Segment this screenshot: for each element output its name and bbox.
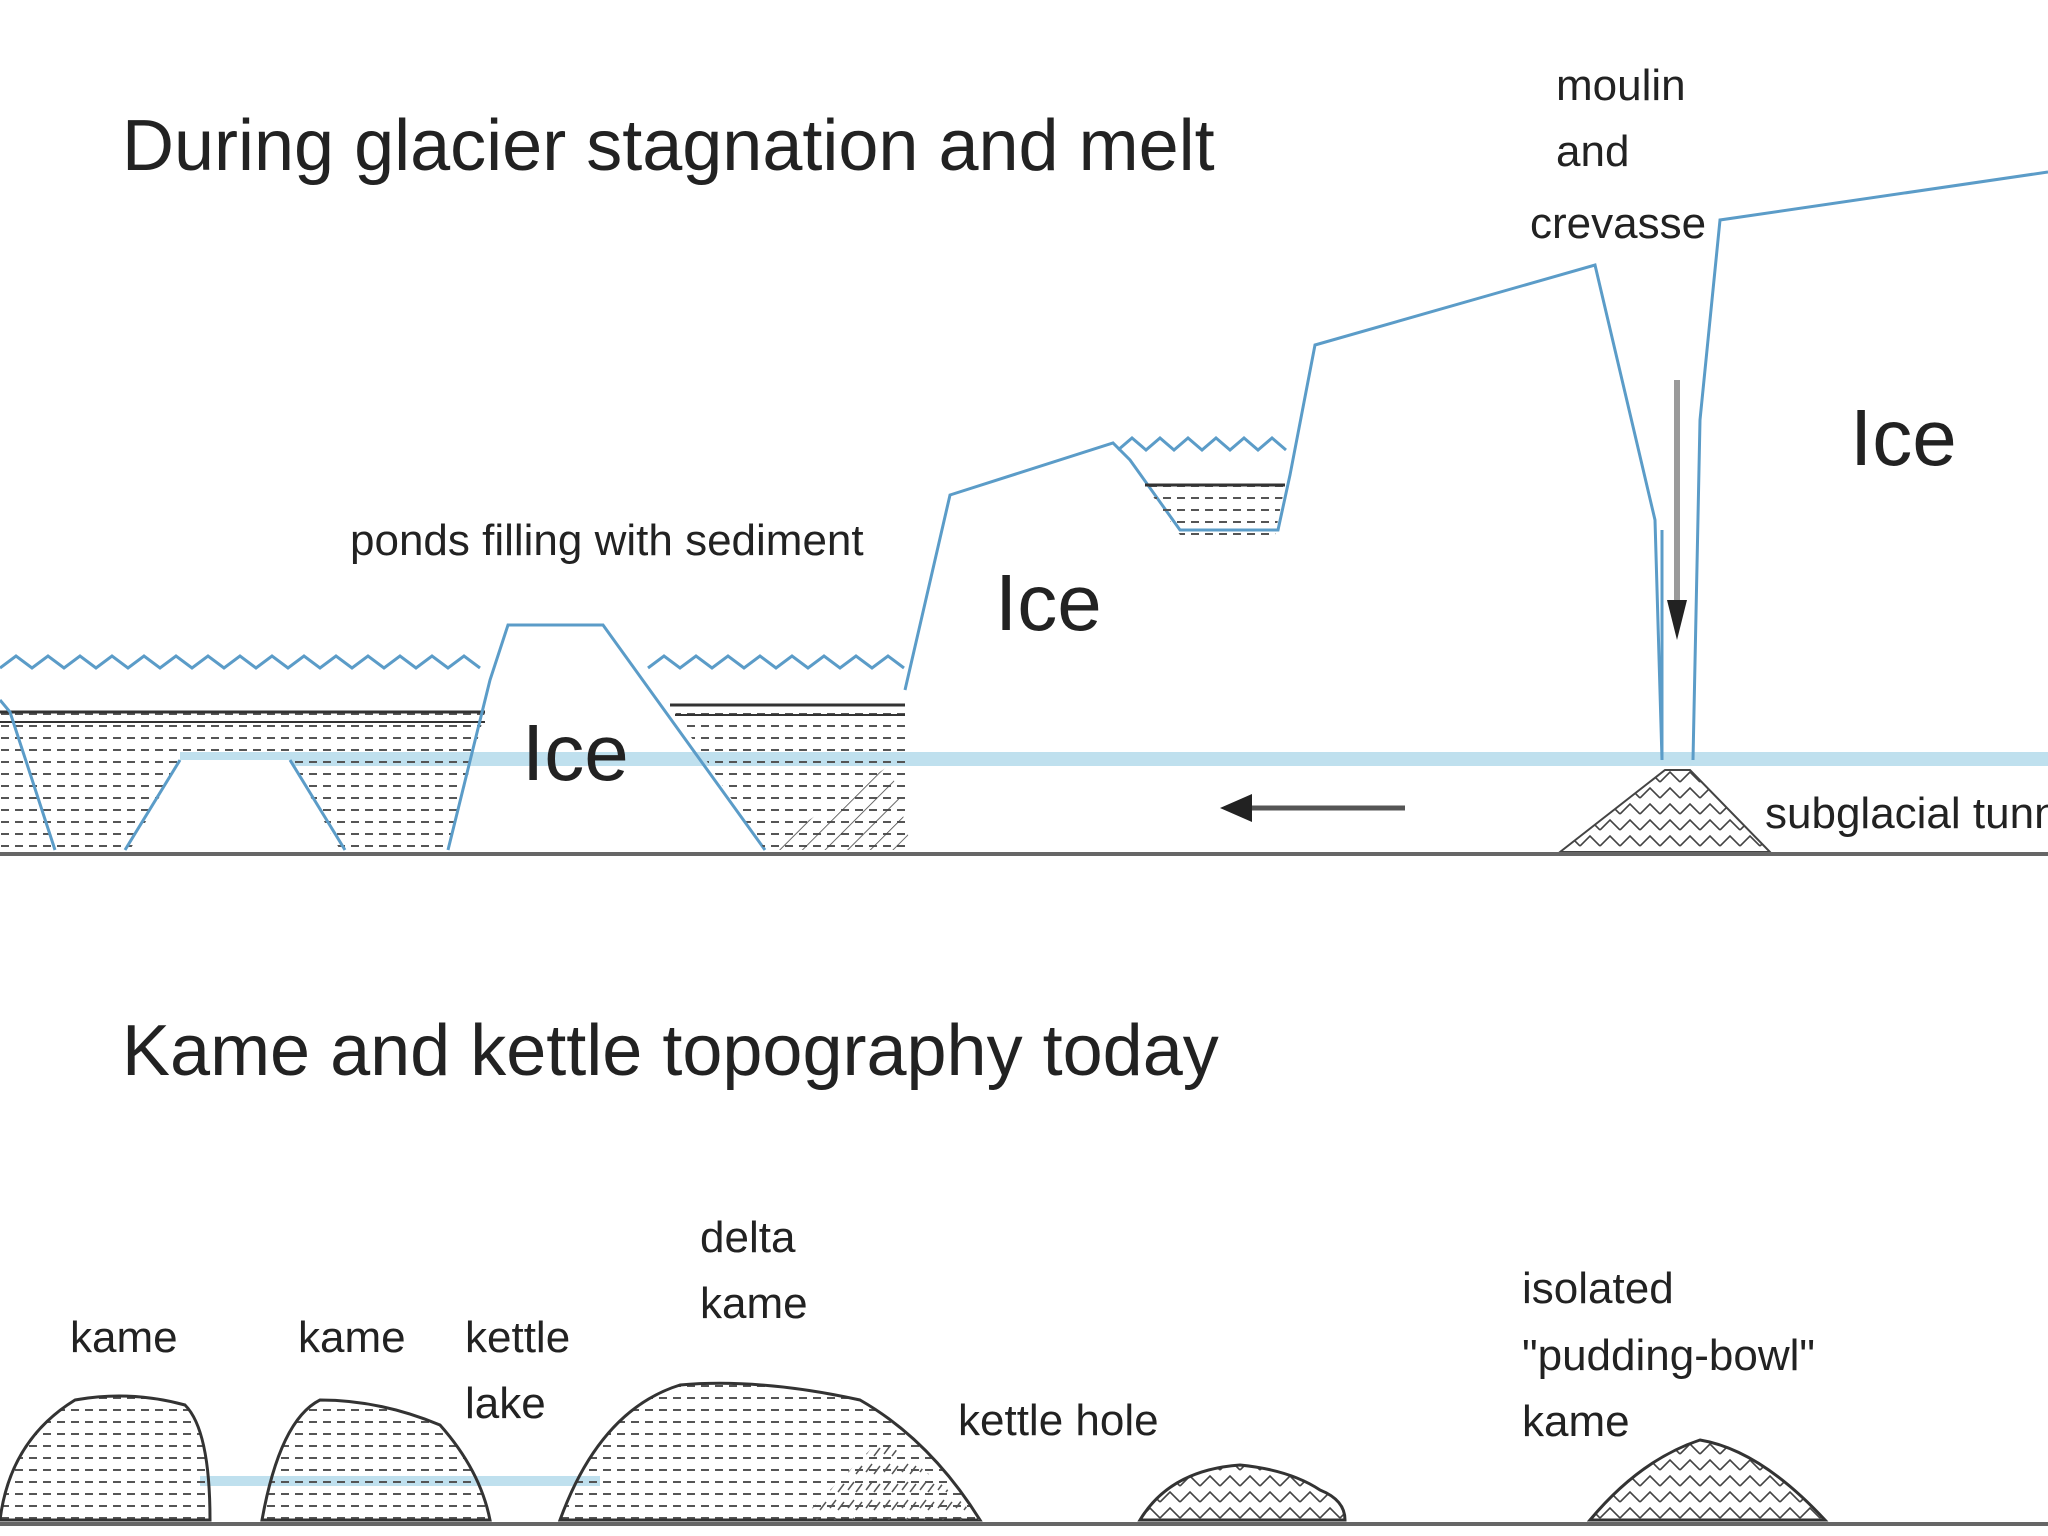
pudding-bowl-kame — [1586, 1438, 1829, 1522]
moulin-label-line2: and — [1556, 127, 1629, 176]
middle-ice-outline — [903, 263, 1664, 761]
kame-1-shape — [0, 1394, 212, 1522]
kettle-hole-label: kettle hole — [958, 1396, 1159, 1445]
kettle-lake-label-line1: kettle — [465, 1313, 570, 1362]
ice-label-right: Ice — [1850, 393, 1957, 482]
delta-kame-label-line2: kame — [700, 1279, 808, 1328]
moulin-arrow — [1667, 380, 1687, 640]
moulin-label-line3: crevasse — [1530, 199, 1706, 248]
kame-label-1: kame — [70, 1313, 178, 1362]
kame-2-shape — [260, 1398, 492, 1522]
left-pond-ice-outline — [0, 623, 767, 851]
tunnel-sediment — [1557, 769, 1773, 853]
tunnel-label: subglacial tunnel — [1765, 789, 2048, 838]
delta-kame-label-line1: delta — [700, 1213, 796, 1262]
left-pond-water-surface — [0, 654, 481, 670]
top-panel-title: During glacier stagnation and melt — [122, 106, 1215, 186]
isolated-kame-label-line1: isolated — [1522, 1264, 1674, 1313]
kame-label-2: kame — [298, 1313, 406, 1362]
delta-kame-foreset — [800, 1440, 980, 1520]
left-pond-sediment — [0, 710, 485, 850]
subglacial-water — [180, 752, 2048, 766]
upper-pond — [1117, 436, 1287, 535]
isolated-kame-label-line3: kame — [1522, 1397, 1630, 1446]
middle-pond — [647, 654, 912, 850]
kettle-hole-hill — [1137, 1463, 1347, 1522]
ice-label-middle: Ice — [995, 558, 1102, 647]
kettle-lake-label-line2: lake — [465, 1379, 546, 1428]
ice-label-left: Ice — [522, 708, 629, 797]
right-ice-outline — [1691, 170, 2048, 761]
moulin-label-line1: moulin — [1556, 61, 1686, 110]
pond-label: ponds filling with sediment — [350, 516, 864, 565]
isolated-kame-label-line2: "pudding-bowl" — [1522, 1331, 1815, 1380]
bottom-panel-title: Kame and kettle topography today — [122, 1011, 1219, 1091]
flow-arrow — [1220, 794, 1405, 822]
